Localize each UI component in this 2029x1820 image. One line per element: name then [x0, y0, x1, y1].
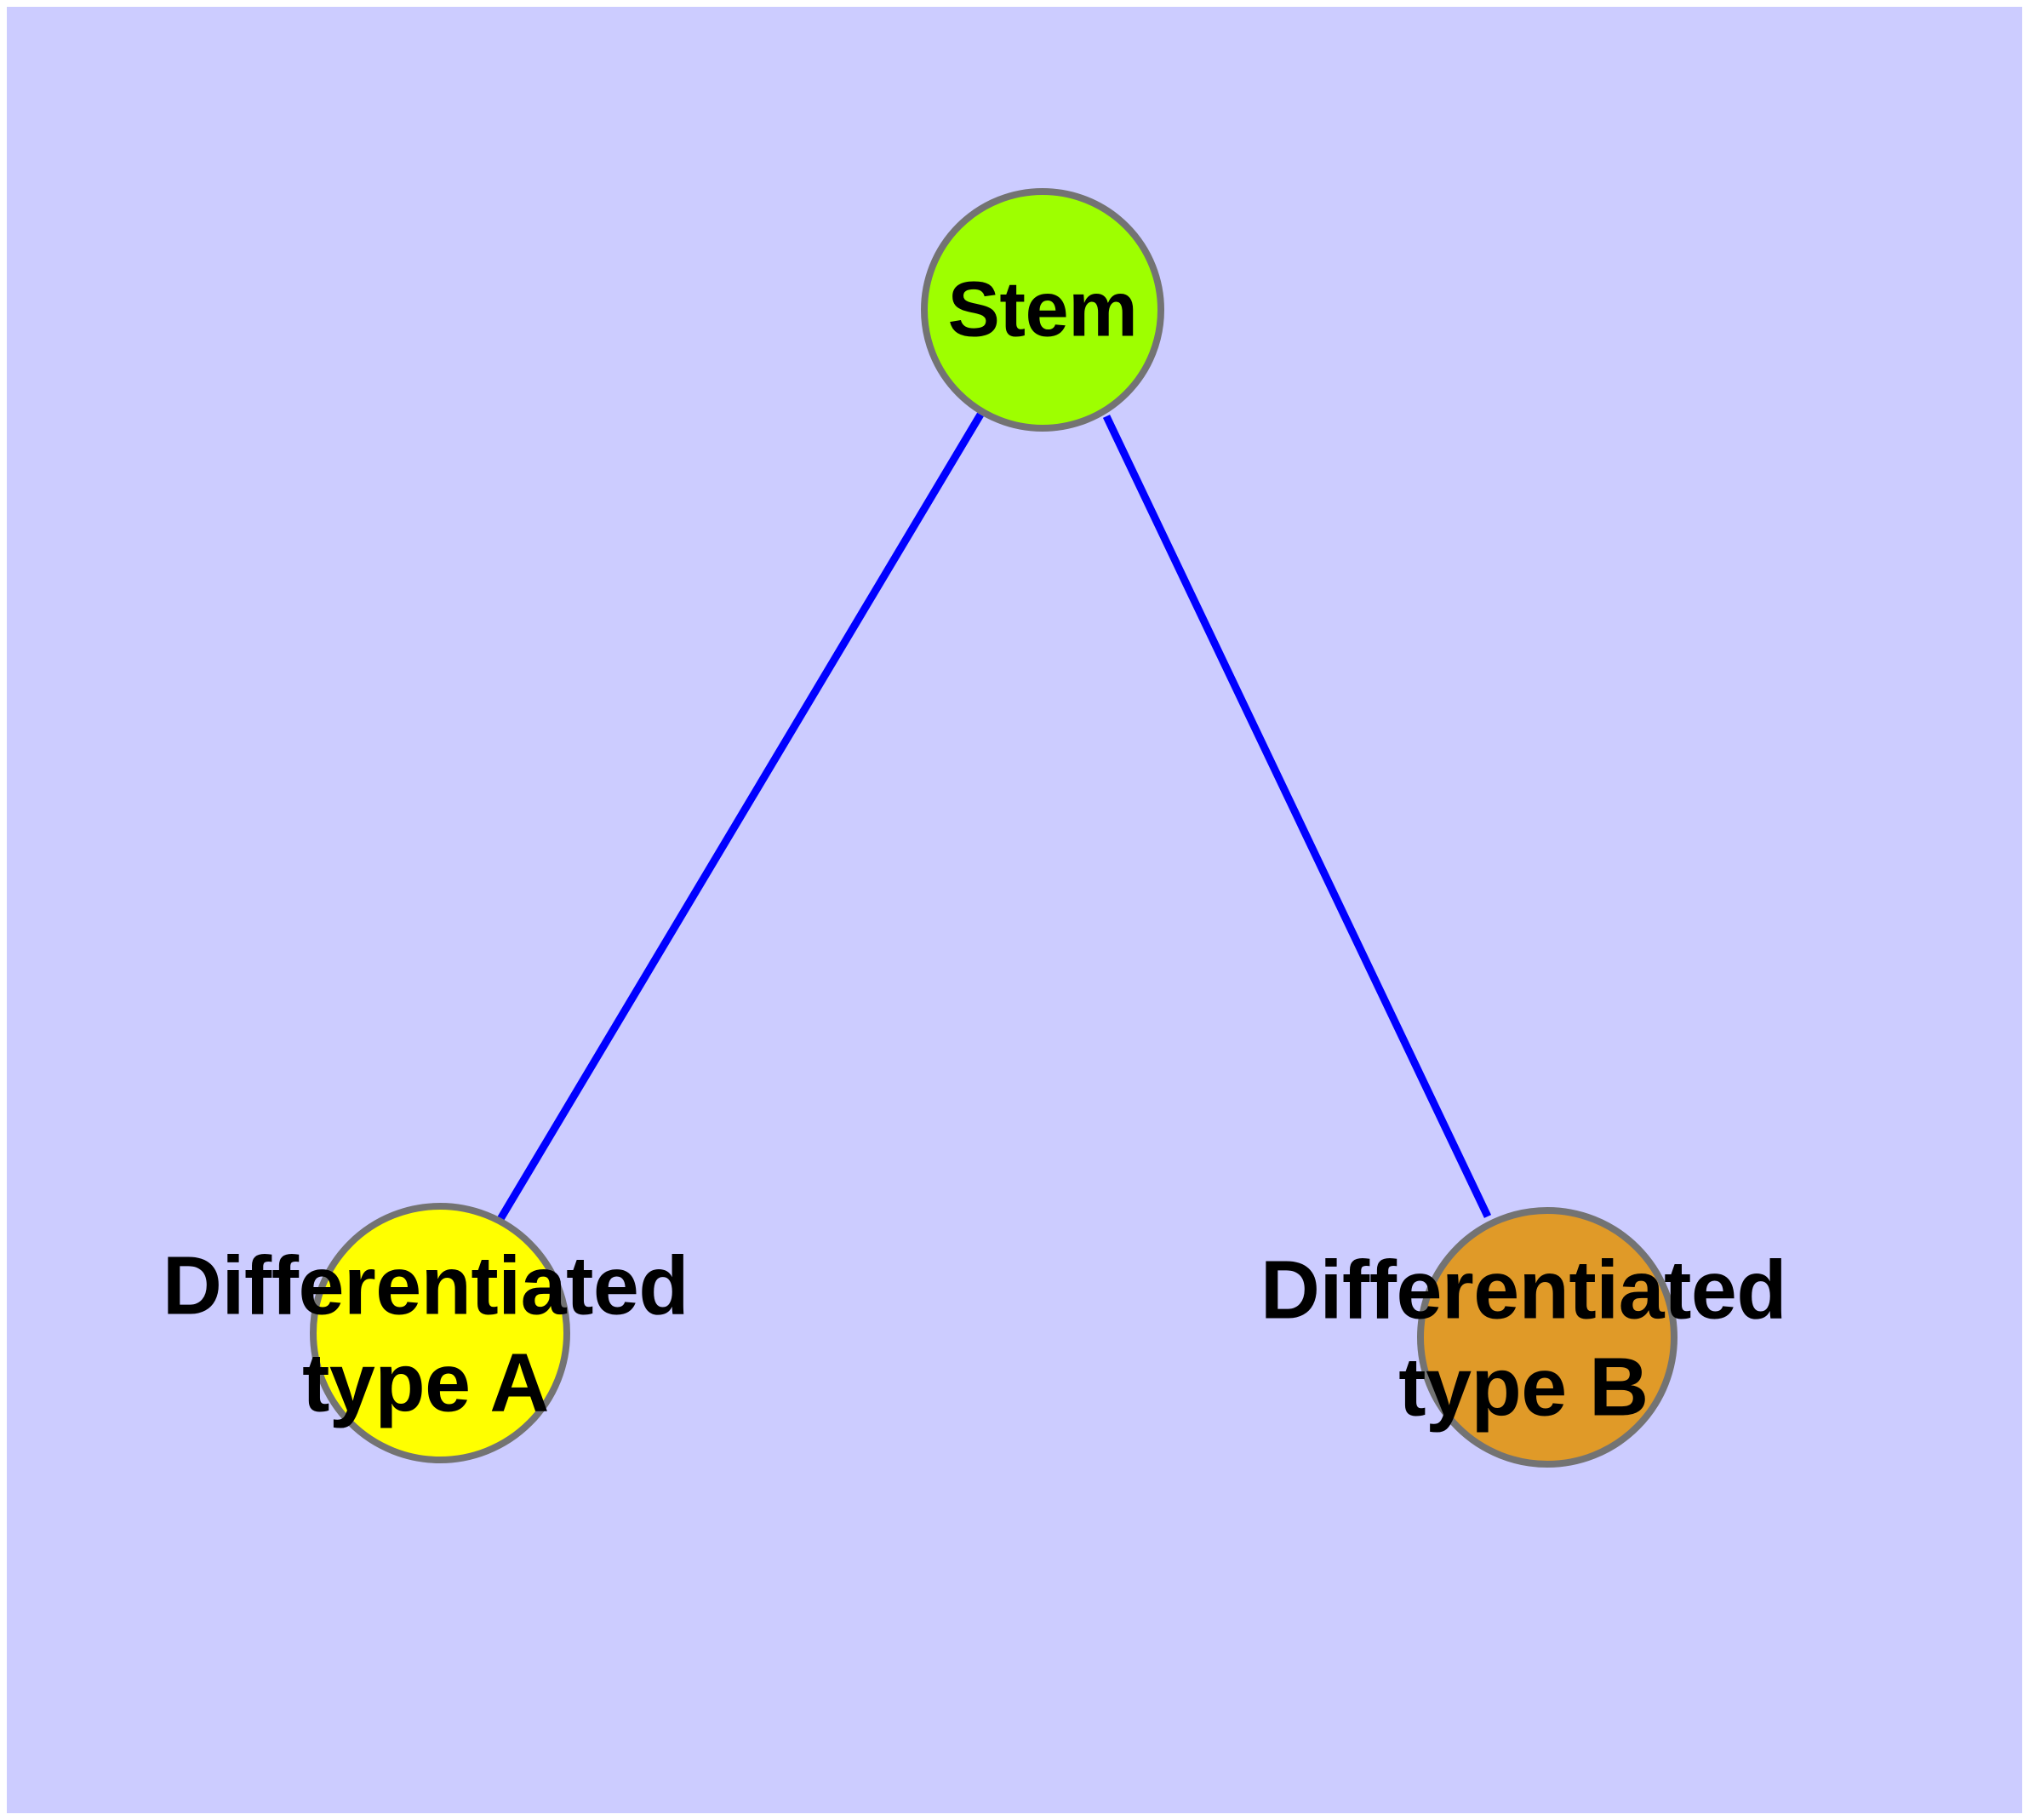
node-differentiated-type-a[interactable] [310, 1203, 570, 1463]
node-label-stem-line1: Stem [947, 266, 1138, 353]
node-label-type-a-line1: Differentiated [162, 1239, 689, 1332]
node-label-type-b-line2: type B [1398, 1341, 1649, 1434]
node-stem[interactable] [921, 188, 1164, 432]
node-label-type-b-line1: Differentiated [1260, 1243, 1787, 1336]
node-differentiated-type-b[interactable] [1417, 1207, 1677, 1468]
edge-stem-to-differentiated-type-b [1102, 415, 1492, 1218]
edge-layer [497, 412, 1492, 1222]
edge-stem-to-differentiated-type-a [497, 412, 984, 1222]
node-label-type-a-line2: type A [302, 1336, 549, 1429]
node-label-stem: Stem [948, 264, 1138, 357]
node-layer [310, 188, 1677, 1468]
